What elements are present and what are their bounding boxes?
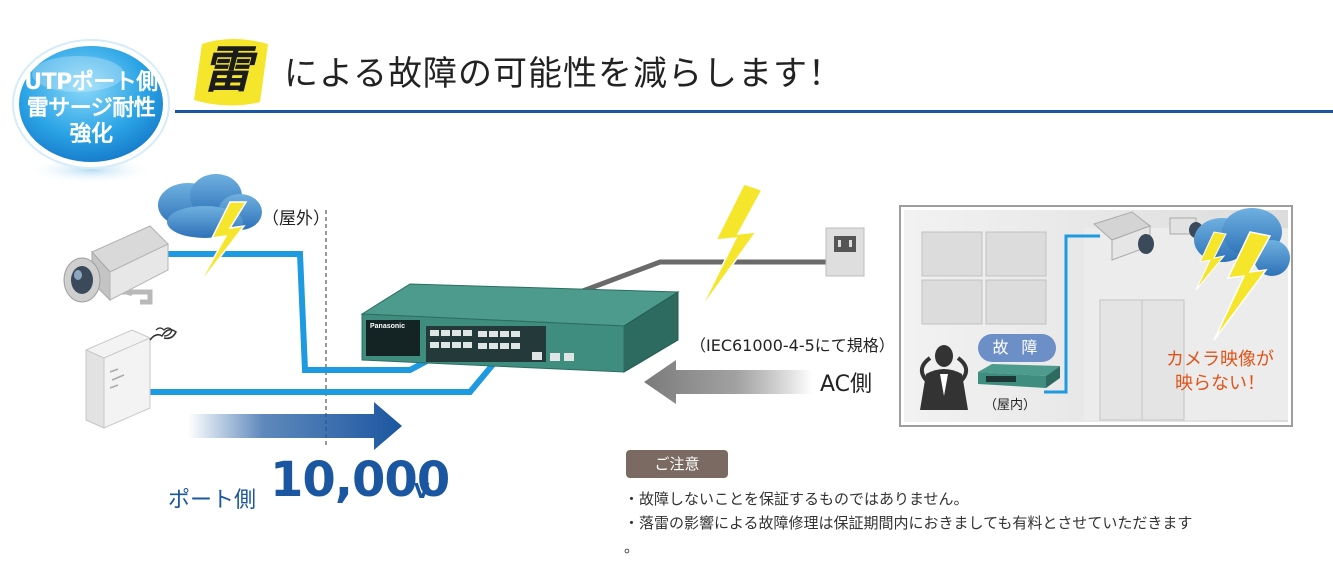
badge-line2: 雷サージ耐性 bbox=[26, 96, 156, 121]
lightning-icon bbox=[1195, 231, 1227, 291]
camera-fail-line2: 映らない！ bbox=[1175, 373, 1265, 394]
switch-brand: Panasonic bbox=[370, 323, 405, 330]
lightning-icon bbox=[1213, 231, 1272, 341]
surge-arrow-icon bbox=[188, 402, 402, 450]
outlet-icon bbox=[825, 227, 865, 277]
camera-icon bbox=[63, 225, 169, 305]
badge-line1: UTPポート側 bbox=[24, 70, 158, 95]
monitor-icon bbox=[921, 231, 1047, 325]
camera-fail-line1: カメラ映像が bbox=[1166, 349, 1274, 370]
camera-fail-text: カメラ映像が 映らない！ bbox=[1150, 348, 1290, 396]
access-point-icon bbox=[85, 327, 177, 429]
surge-voltage-unit: V bbox=[414, 479, 430, 503]
kanji-highlight-icon bbox=[194, 39, 268, 106]
badge-line3: 強化 bbox=[69, 122, 113, 147]
ac-side-label: AC側 bbox=[820, 372, 873, 397]
camera-cable bbox=[150, 251, 442, 373]
lightning-icon bbox=[699, 183, 764, 311]
person-icon bbox=[919, 345, 969, 410]
ac-cable bbox=[579, 248, 841, 295]
camera-icon bbox=[1169, 217, 1203, 238]
fault-badge: 故 障 bbox=[978, 334, 1056, 362]
port-side-label: ポート側 bbox=[168, 488, 257, 513]
surge-voltage-value: 10,000 bbox=[270, 452, 450, 508]
note-item: ・落雷の影響による故障修理は保証期間内におきましても有料とさせていただきます bbox=[624, 514, 1193, 532]
page-title: による故障の可能性を減らします！ bbox=[284, 54, 843, 94]
title-divider bbox=[175, 110, 1333, 113]
camera-icon bbox=[1093, 211, 1154, 261]
outdoor-label: （屋外） bbox=[262, 209, 330, 229]
notes-title: ご注意 bbox=[626, 450, 728, 478]
indoor-label: （屋内） bbox=[984, 398, 1037, 413]
lightning-icon bbox=[197, 201, 248, 287]
feature-badge bbox=[12, 39, 170, 184]
note-item: ・故障しないことを保証するものではありません。 bbox=[624, 490, 969, 508]
switch-icon bbox=[978, 364, 1060, 388]
standard-label: （IEC61000-4-5にて規格） bbox=[690, 336, 895, 355]
switch-icon: Panasonic bbox=[360, 283, 680, 373]
ac-arrow-icon bbox=[644, 360, 812, 404]
note-item: 。 bbox=[624, 538, 640, 556]
indoor-panel bbox=[899, 205, 1293, 427]
cloud-icon bbox=[158, 174, 262, 238]
badge-text: UTPポート側 雷サージ耐性 強化 bbox=[8, 70, 174, 148]
kanji-thunder: 雷 bbox=[202, 41, 252, 99]
